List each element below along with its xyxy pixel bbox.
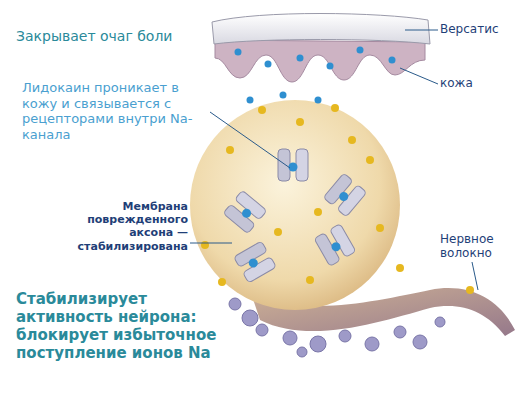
product-label: Версатис (440, 22, 499, 36)
skin-label: кожа (440, 76, 473, 90)
callout-text: Лидокаин проникает в кожу и связывается … (22, 80, 207, 142)
effect-text: Стабилизирует активность нейрона: блокир… (16, 290, 231, 362)
fiber-label: Нервное волокно (440, 232, 520, 261)
heading: Закрывает очаг боли (16, 28, 172, 45)
membrane-label: Мембрана поврежденного аксона — стабилиз… (70, 200, 188, 253)
